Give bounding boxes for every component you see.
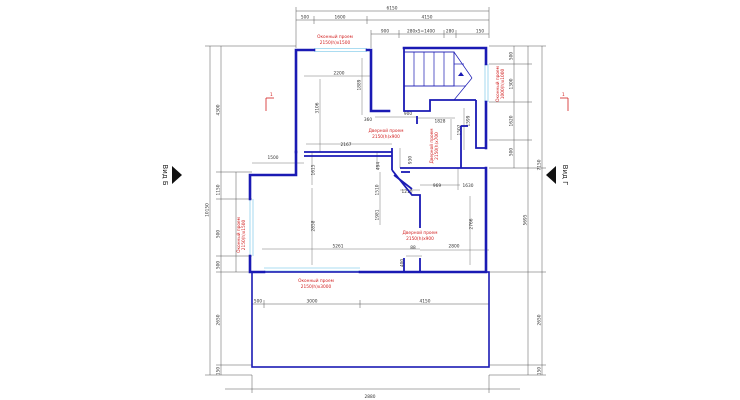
right-dimension-lines: [489, 45, 546, 376]
dim-inner-5261: 5261: [333, 244, 344, 250]
dim-inner-1599: 1599: [466, 115, 472, 126]
section-mark-left: [265, 97, 274, 111]
dim-left-500b: 500: [216, 261, 222, 269]
door-1-label: Дверной проем: [369, 127, 404, 134]
dim-row2-stairs: 280x5=1400: [407, 29, 435, 35]
dim-inner-360: 360: [364, 117, 372, 123]
dim-inner-1828: 1828: [435, 119, 446, 125]
walls: [248, 46, 488, 274]
dim-inner-969: 969: [433, 183, 441, 189]
dim-right-2650: 2650: [537, 314, 543, 325]
view-label-left: Вид Б: [161, 164, 169, 185]
dim-inner-1981: 1981: [375, 209, 381, 220]
dim-bottom-3000: 3000: [307, 299, 318, 305]
dim-inner-1615: 1615: [311, 164, 317, 175]
dim-inner-1889: 1889: [357, 79, 363, 90]
dim-left-10150: 10150: [205, 203, 211, 217]
dim-inner-930: 930: [408, 156, 414, 164]
dim-bottom-4150: 4150: [420, 299, 431, 305]
dim-left-150: 150: [216, 367, 222, 375]
dim-inner-2200: 2200: [334, 71, 345, 77]
dim-inner-88: 88: [410, 245, 416, 251]
door-3-size: 2150(h)x900: [406, 236, 434, 242]
dim-row2-900: 900: [381, 29, 389, 35]
dim-right-5695: 5695: [523, 214, 529, 225]
dim-bottom-total: 2880: [365, 394, 376, 400]
dim-inner-494: 494: [376, 162, 382, 170]
dim-inner-1210: 1210: [402, 189, 413, 195]
section-label-left: 1: [270, 92, 273, 98]
dim-inner-900: 900: [404, 111, 412, 117]
window-bottom-label: Оконный проем: [298, 277, 334, 284]
window-bottom-size: 2150(h)x3000: [301, 284, 332, 290]
dim-right-1300: 1300: [509, 78, 515, 89]
dim-inner-2167: 2167: [341, 142, 352, 148]
bottom-dimension-lines: [225, 300, 520, 393]
dim-inner-1500: 1500: [268, 155, 279, 161]
dim-inner-2858: 2858: [311, 220, 317, 231]
dim-row2-150: 150: [476, 29, 484, 35]
window-right-label: Оконный проем: [494, 66, 501, 102]
dim-left-2650: 2650: [216, 314, 222, 325]
top-dimension-lines: [295, 7, 490, 48]
window-left-size: 2150(h)x1500: [241, 219, 247, 250]
view-label-right: Вид Г: [561, 165, 569, 186]
dim-inner-3106: 3106: [315, 102, 321, 113]
dim-row2-280: 280: [446, 29, 454, 35]
section-mark-right: [560, 97, 569, 111]
window-glazing: [249, 48, 489, 272]
door-3-label: Дверной проем: [403, 229, 438, 236]
dim-right-1620: 1620: [509, 115, 515, 126]
left-dimension-lines: [205, 45, 296, 376]
dim-inner-1502: 1502: [457, 124, 463, 135]
terrace-outline: [251, 271, 490, 368]
dim-inner-1630: 1630: [463, 183, 474, 189]
dim-left-500a: 500: [216, 230, 222, 238]
dim-inner-1510: 1510: [375, 184, 381, 195]
dim-inner-2800: 2800: [449, 244, 460, 250]
dim-top-1600: 1600: [335, 15, 346, 21]
door-2-size: 2150(h)x700: [434, 132, 440, 160]
dim-left-1150: 1150: [216, 184, 222, 195]
dim-bottom-500: 500: [254, 299, 262, 305]
window-right-size: 1000(h)x1000: [500, 68, 506, 99]
view-arrow-right: [546, 166, 556, 184]
internal-dimension-lines: [252, 58, 489, 265]
dim-left-4300: 4300: [216, 104, 222, 115]
view-arrow-left: [172, 166, 182, 184]
window-left-label: Оконный проем: [235, 217, 242, 253]
dim-right-150: 150: [537, 367, 543, 375]
window-top-size: 2150(h)x1500: [320, 40, 351, 46]
dim-top-4150: 4150: [422, 15, 433, 21]
dim-top-500: 500: [301, 15, 309, 21]
section-label-right: 1: [562, 92, 565, 98]
window-top-label: Оконный проем: [317, 33, 353, 40]
dim-top-total: 6150: [387, 6, 398, 12]
dim-right-7150: 7150: [537, 159, 543, 170]
staircase: [403, 51, 476, 101]
door-1-size: 2150(h)x900: [372, 134, 400, 140]
dim-right-500: 500: [509, 52, 515, 60]
door-2-label: Дверной проем: [428, 129, 435, 164]
dim-right-500b: 500: [509, 148, 515, 156]
dim-inner-400: 400: [400, 259, 406, 267]
dim-inner-2766: 2766: [469, 218, 475, 229]
